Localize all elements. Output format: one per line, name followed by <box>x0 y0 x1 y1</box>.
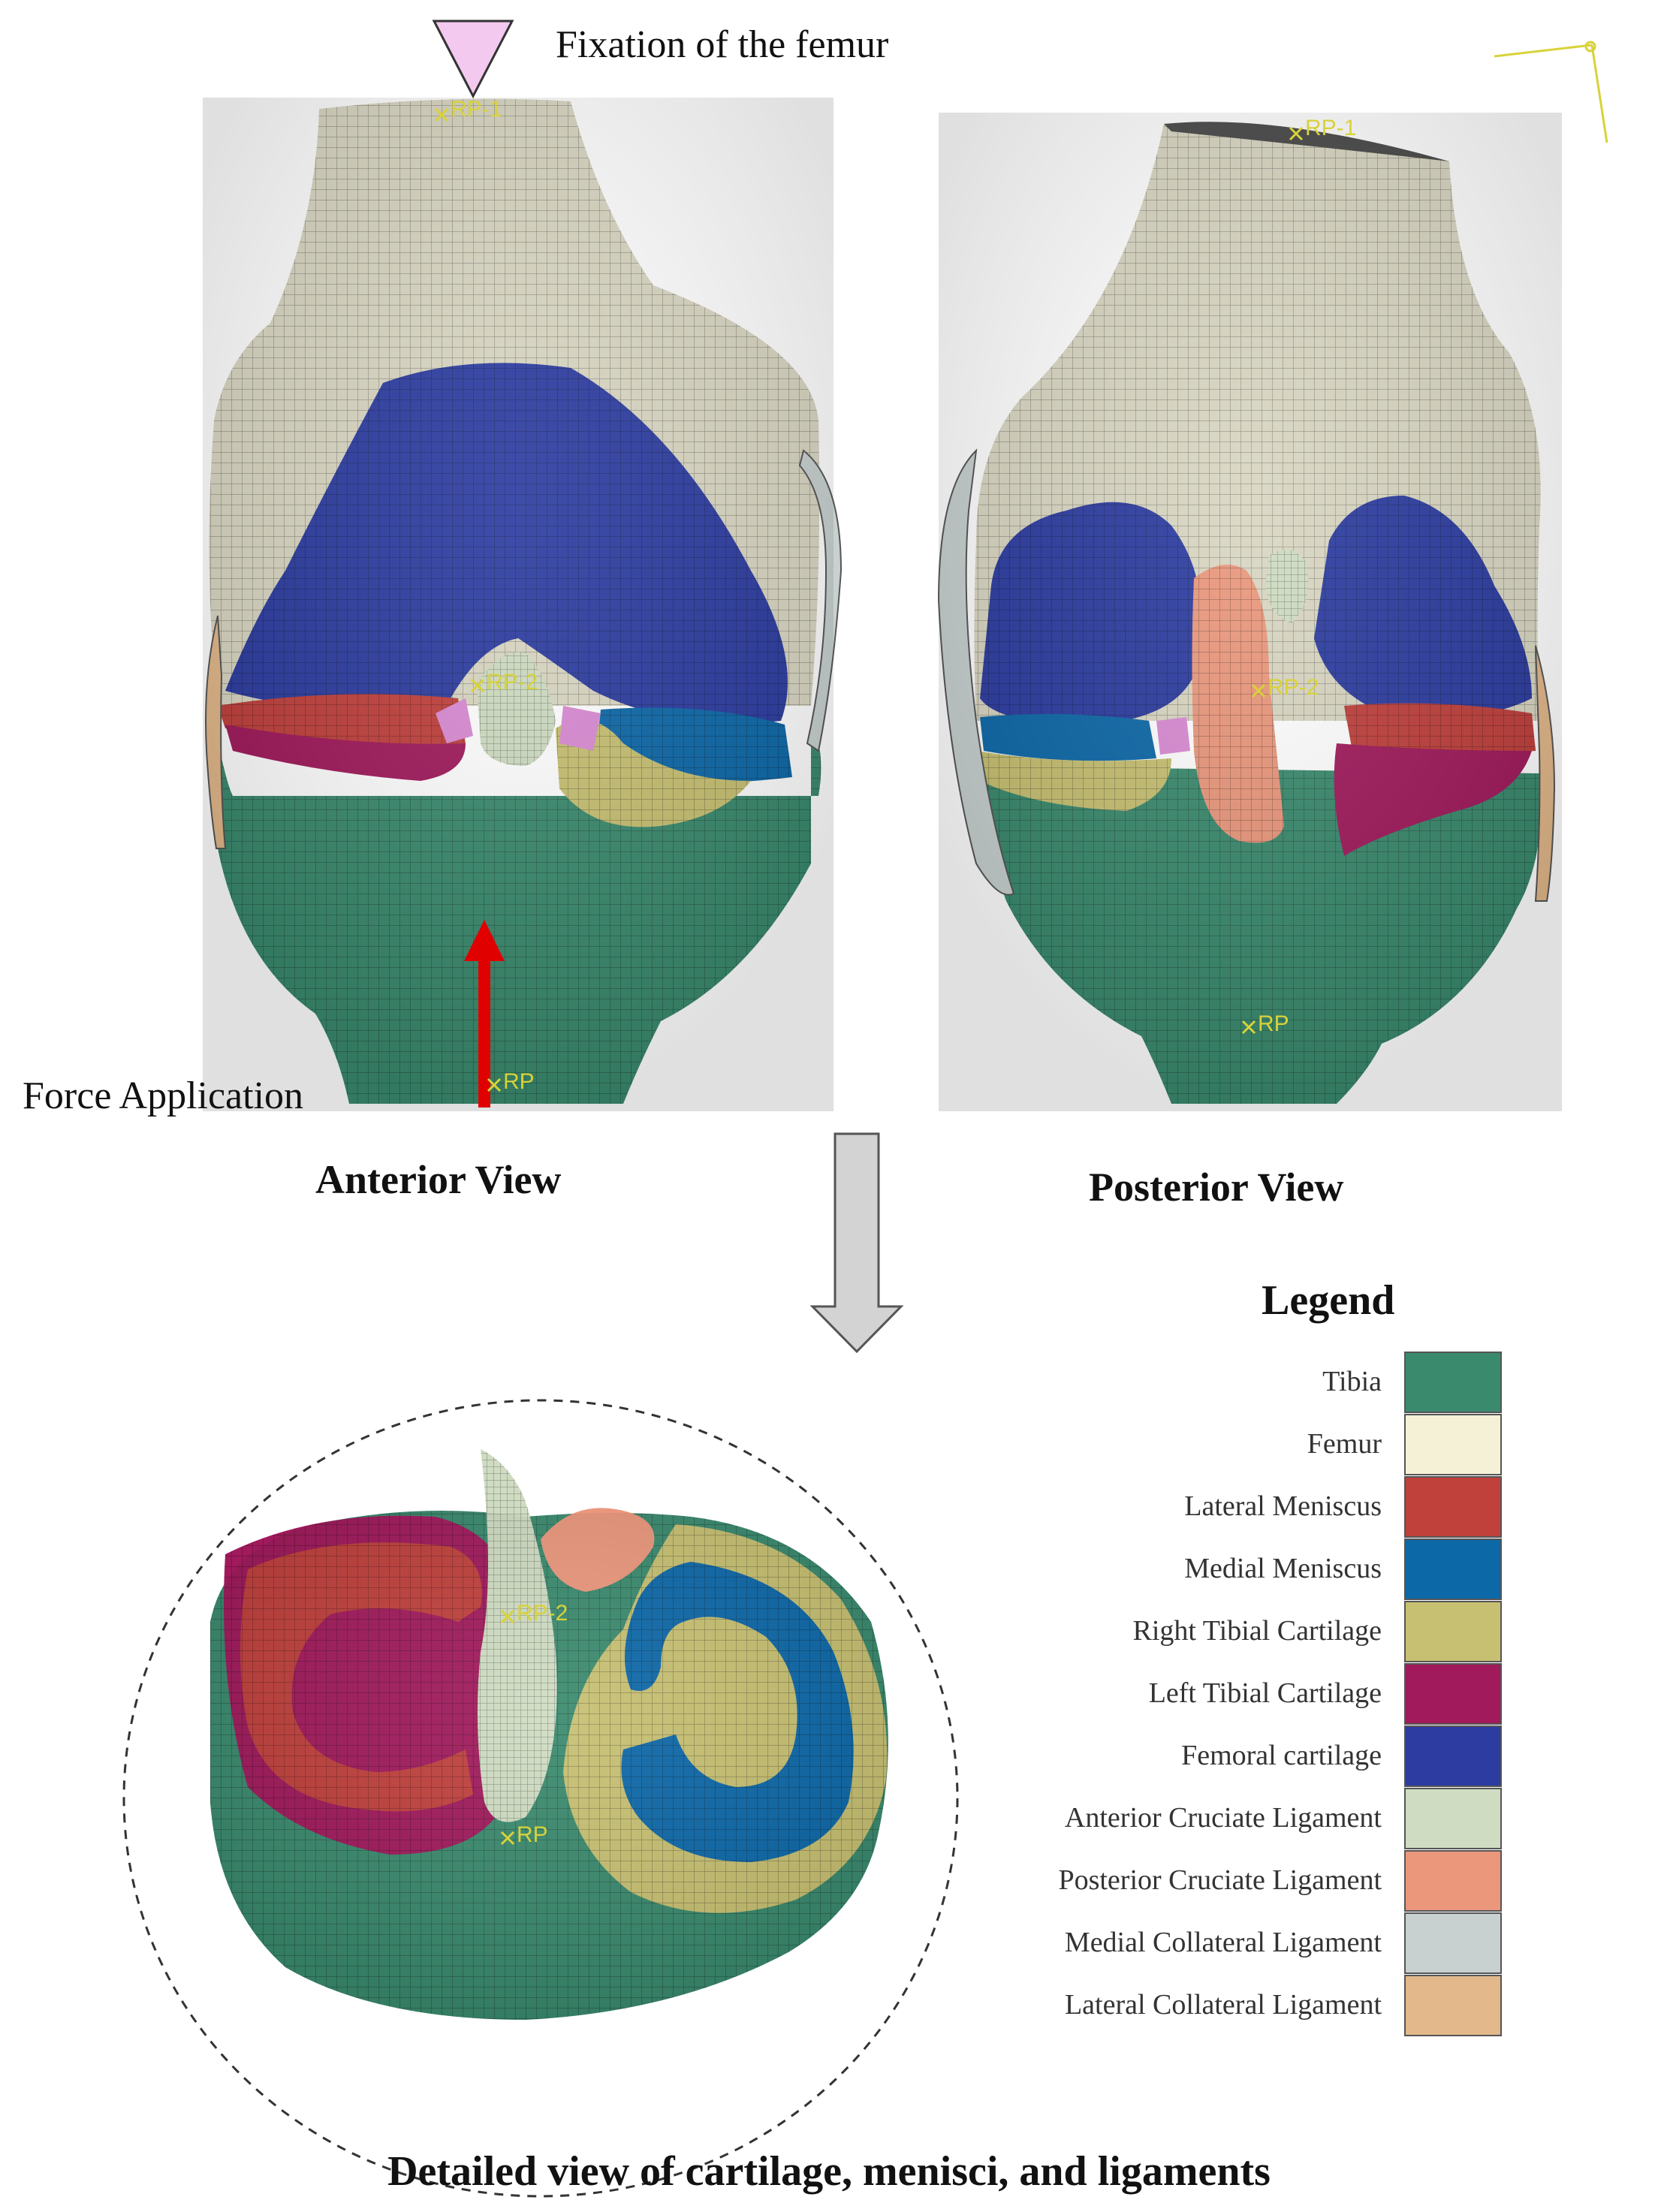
legend-swatch <box>1404 1476 1502 1538</box>
legend-label: Anterior Cruciate Ligament <box>1064 1802 1382 1834</box>
rp-label-anterior: RP <box>503 1069 535 1094</box>
force-application-label: Force Application <box>23 1074 304 1117</box>
rp2-label-anterior: RP-2 <box>487 670 538 695</box>
anterior-knee-model <box>203 98 843 1111</box>
rp-label-detail: RP <box>517 1822 548 1847</box>
legend-title: Legend <box>1262 1277 1395 1324</box>
legend-label: Lateral Meniscus <box>1184 1490 1382 1522</box>
axis-triad-icon <box>1494 41 1608 143</box>
legend-label: Femur <box>1307 1428 1382 1460</box>
detail-knee-model <box>210 1449 888 2020</box>
fixation-marker <box>432 20 514 99</box>
rp1-label-posterior: RP-1 <box>1305 116 1356 140</box>
legend-label: Tibia <box>1322 1366 1382 1397</box>
legend-label: Left Tibial Cartilage <box>1148 1677 1382 1709</box>
legend-swatch <box>1404 1601 1502 1662</box>
posterior-knee-model <box>937 113 1562 1111</box>
anterior-view-title: Anterior View <box>315 1157 562 1202</box>
legend-swatch <box>1404 1975 1502 2036</box>
down-arrow-icon <box>809 1132 904 1354</box>
legend-label: Medial Collateral Ligament <box>1064 1927 1382 1958</box>
fixation-label: Fixation of the femur <box>556 23 889 66</box>
legend-swatch <box>1404 1414 1502 1475</box>
legend-swatch <box>1404 1912 1502 1974</box>
force-arrow <box>464 920 505 1108</box>
legend-swatch <box>1404 1725 1502 1787</box>
rp2-label-posterior: RP-2 <box>1268 675 1319 700</box>
figure-caption: Detailed view of cartilage, menisci, and… <box>387 2148 1271 2195</box>
rp2-label-detail: RP-2 <box>517 1601 568 1626</box>
legend-swatch <box>1404 1850 1502 1912</box>
legend-label: Medial Meniscus <box>1184 1553 1382 1584</box>
reference-points <box>434 107 1304 1846</box>
legend-label: Lateral Collateral Ligament <box>1064 1989 1382 2021</box>
legend-label: Right Tibial Cartilage <box>1132 1615 1382 1647</box>
rp1-label-anterior: RP-1 <box>451 97 502 122</box>
detail-view-outline <box>122 1399 959 2198</box>
legend-swatch <box>1404 1788 1502 1849</box>
legend-swatch <box>1404 1538 1502 1600</box>
legend-label: Femoral cartilage <box>1181 1740 1382 1771</box>
rp-label-posterior: RP <box>1258 1011 1289 1036</box>
legend-label: Posterior Cruciate Ligament <box>1058 1864 1382 1896</box>
posterior-view-title: Posterior View <box>1089 1165 1344 1210</box>
legend-swatch <box>1404 1352 1502 1413</box>
legend-swatch <box>1404 1663 1502 1725</box>
